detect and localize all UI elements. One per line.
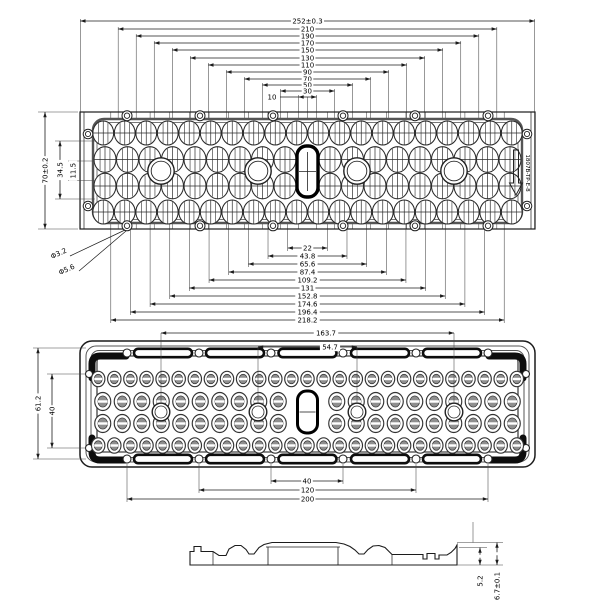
lens-row (90, 370, 525, 388)
dimension-label: 174.6 (297, 301, 318, 309)
dimension-label: 90 (303, 69, 312, 77)
hole-diameter-callout: Φ3.2 (50, 247, 68, 261)
back-corner-brackets (88, 352, 527, 464)
dimension-label: 30 (303, 88, 312, 96)
side-dimensions: 5.2 6.7±0.1 (457, 522, 503, 600)
dimension-label: 210 (301, 26, 314, 34)
dimension-label: 10 (268, 94, 277, 102)
dimension-label: 131 (301, 285, 314, 293)
dimension-label: 152.8 (297, 293, 317, 301)
part-number-label: 1807B-TP-E-8 (524, 154, 530, 192)
dimension-label: 43.8 (300, 253, 316, 261)
side-profile (189, 541, 458, 566)
back-edge-holes (84, 348, 531, 464)
back-screw-holes (151, 402, 464, 422)
dimension-label: 5.2 (477, 575, 485, 586)
dimension-label: 130 (301, 55, 314, 63)
dimension-label: 61.2 (35, 396, 43, 412)
dimension-label: 120 (301, 487, 314, 495)
dimension-label: 22 (303, 245, 312, 253)
dimension-label: 196.4 (297, 309, 318, 317)
side-view: 5.2 6.7±0.1 (189, 522, 503, 600)
dimension-label: 170 (301, 40, 314, 48)
dimension-label: 218.2 (297, 317, 317, 325)
dimension-label: 252±0.3 (292, 18, 322, 26)
dimension-label: 200 (301, 496, 314, 504)
lens-row (90, 437, 525, 454)
back-center-slot (296, 389, 319, 435)
lens-row (92, 199, 523, 225)
dimension-label: 50 (303, 82, 312, 90)
front-flange-holes (82, 110, 533, 232)
front-screw-holes (147, 157, 468, 185)
dimension-label: 163.7 (316, 330, 336, 338)
dimension-label: 87.4 (300, 269, 316, 277)
lens-row (94, 413, 521, 434)
dimension-label: 70 (303, 76, 312, 84)
hole-diameter-callout: Φ5.6 (58, 263, 77, 277)
dimension-label: 40 (303, 478, 312, 486)
front-center-slot (295, 144, 320, 199)
dimension-label: 150 (301, 47, 314, 55)
dimension-label: 65.6 (300, 261, 316, 269)
dimension-label: 54.7 (322, 344, 338, 352)
dimension-label: 34.5 (57, 162, 65, 178)
dimension-label: 11.5 (70, 163, 78, 179)
dimension-label: 190 (301, 33, 314, 41)
dimension-label: 110 (301, 62, 314, 70)
front-part-label: 1807B-TP-E-8 (508, 149, 530, 197)
dimension-label: 40 (49, 407, 57, 416)
dimension-label: 70±0.2 (42, 158, 50, 184)
dimension-label: 6.7±0.1 (494, 572, 502, 600)
front-hole-callouts: Φ3.2Φ5.6 (50, 229, 127, 277)
orientation-arrow-icon (508, 149, 524, 197)
dimension-label: 109.2 (297, 277, 317, 285)
back-lens-array (90, 370, 525, 454)
lens-row (92, 120, 523, 146)
lens-row (93, 172, 522, 200)
front-lens-array (92, 120, 523, 225)
